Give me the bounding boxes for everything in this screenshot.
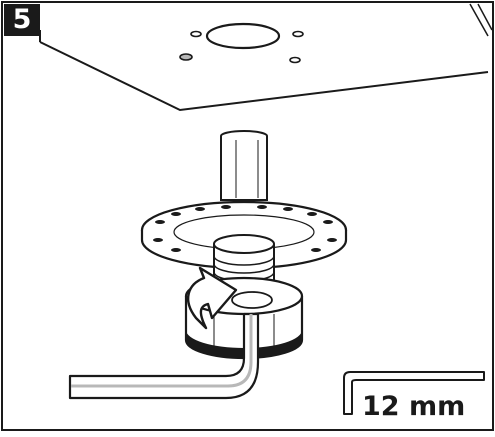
center-hole bbox=[205, 22, 281, 50]
mounting-holes bbox=[179, 30, 304, 64]
tool-size-label: 12 mm bbox=[362, 391, 466, 422]
hex-key bbox=[68, 312, 260, 400]
flange-holes bbox=[153, 205, 337, 252]
step-number-badge: 5 bbox=[4, 4, 40, 36]
hex-key-icon bbox=[343, 371, 485, 415]
top-panel-underside bbox=[39, 3, 493, 112]
shaft bbox=[220, 130, 268, 201]
rotation-arrow-icon bbox=[186, 266, 238, 330]
